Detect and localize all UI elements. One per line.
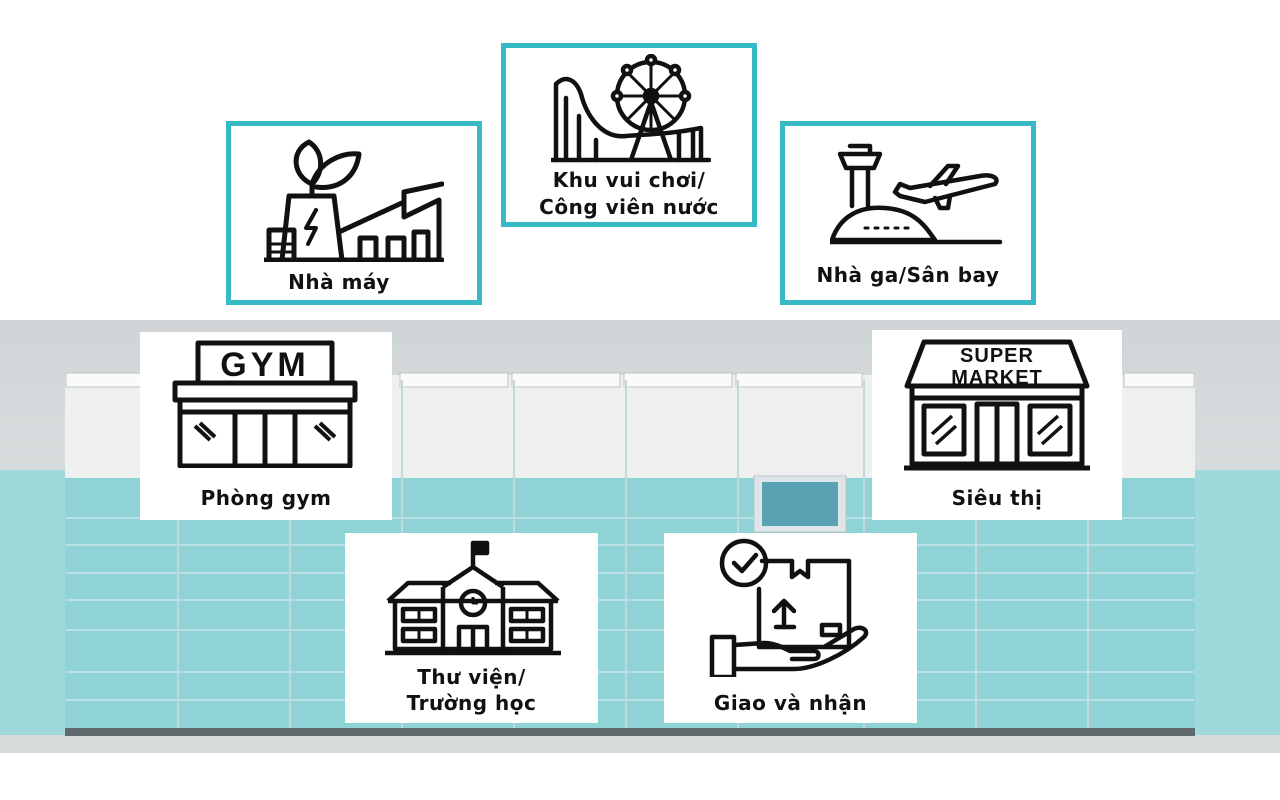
amusement-label-line2: Công viên nước <box>539 195 719 219</box>
amusement-label-line1: Khu vui chơi/ <box>552 168 706 192</box>
airport-card: Nhà ga/Sân bay <box>780 121 1036 305</box>
school-icon <box>385 540 561 656</box>
airport-label: Nhà ga/Sân bay <box>816 263 1000 287</box>
airport-icon <box>830 143 1003 245</box>
delivery-icon <box>709 538 869 677</box>
gym-icon: GYM <box>172 340 358 468</box>
gym-sign-text: GYM <box>220 346 309 384</box>
gym-label: Phòng gym <box>200 486 332 510</box>
amusement-card: Khu vui chơi/ Công viên nước <box>501 43 757 227</box>
factory-icon <box>264 139 444 262</box>
supermarket-card: SUPER MARKET Siêu thị <box>872 330 1122 520</box>
factory-card: Nhà máy <box>226 121 482 305</box>
supermarket-sign-bottom: MARKET <box>951 367 1043 389</box>
supermarket-icon: SUPER MARKET <box>904 339 1090 471</box>
library-card: Thư viện/ Trường học <box>345 533 598 723</box>
ferris-wheel-icon <box>551 54 711 163</box>
library-label-line2: Trường học <box>406 691 537 715</box>
supermarket-sign-top: SUPER <box>960 345 1034 367</box>
gym-card: GYM Phòng gym <box>140 332 392 520</box>
delivery-label: Giao và nhận <box>713 691 868 715</box>
library-label-line1: Thư viện/ <box>417 665 526 689</box>
supermarket-label: Siêu thị <box>951 486 1043 510</box>
factory-label: Nhà máy <box>288 270 390 294</box>
delivery-card: Giao và nhận <box>664 533 917 723</box>
